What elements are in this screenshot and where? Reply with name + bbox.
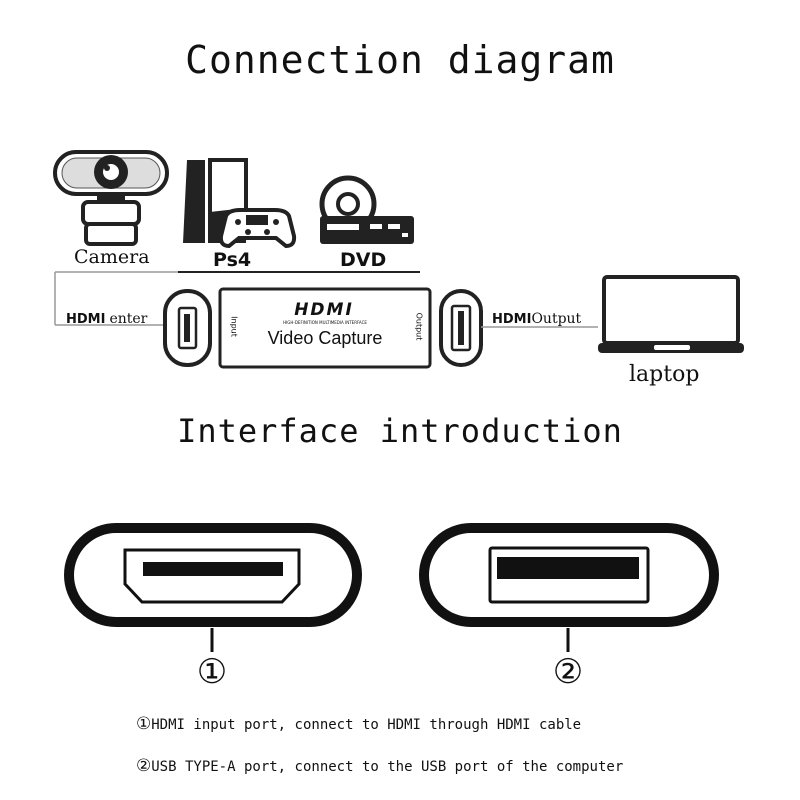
port-1-marker: ① xyxy=(196,652,228,692)
interface-introduction-title: Interface introduction xyxy=(177,412,623,450)
gamepad-icon xyxy=(218,208,297,249)
note-2: ②USB TYPE-A port, connect to the USB por… xyxy=(136,756,623,776)
ps4-label: Ps4 xyxy=(213,249,252,271)
note-1-text: HDMI input port, connect to HDMI through… xyxy=(151,717,582,733)
laptop-icon xyxy=(598,275,744,353)
camera-label: Camera xyxy=(74,246,150,268)
right-connection-label: HDMIOutput xyxy=(492,308,581,327)
video-capture-device-icon xyxy=(218,287,432,369)
left-hdmi-port-icon xyxy=(163,289,212,367)
capture-logo-subtitle: HIGH-DEFINITION MULTIMEDIA INTERFACE xyxy=(283,320,367,325)
usb-port-large-icon xyxy=(419,523,719,652)
right-usb-port-icon xyxy=(439,289,483,367)
laptop-label: laptop xyxy=(629,362,700,387)
dvd-player-icon xyxy=(319,175,414,244)
note-1-marker: ① xyxy=(136,714,152,734)
capture-input-label: Input xyxy=(229,316,239,337)
note-2-marker: ② xyxy=(136,756,152,776)
capture-device-name: Video Capture xyxy=(267,328,383,348)
right-output-text: Output xyxy=(531,311,582,327)
right-hdmi-text: HDMI xyxy=(492,312,532,327)
hdmi-port-large-icon xyxy=(64,523,362,652)
note-1: ①HDMI input port, connect to HDMI throug… xyxy=(136,714,581,734)
dvd-label: DVD xyxy=(340,249,387,271)
note-2-text: USB TYPE-A port, connect to the USB port… xyxy=(151,759,624,775)
left-hdmi-text: HDMI xyxy=(66,312,106,327)
port-2-marker: ② xyxy=(552,652,584,692)
webcam-icon xyxy=(53,150,169,246)
connection-diagram-title: Connection diagram xyxy=(185,38,615,82)
capture-output-label: Output xyxy=(414,312,424,341)
capture-hdmi-logo: HDMI xyxy=(294,300,354,320)
left-enter-text: enter xyxy=(109,311,148,327)
